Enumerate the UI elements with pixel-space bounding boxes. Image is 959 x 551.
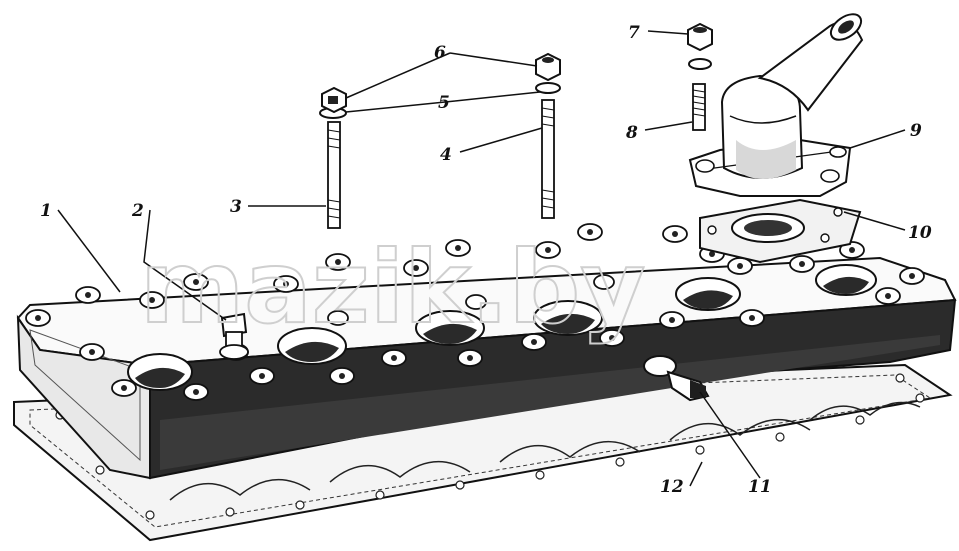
callout-10: 10 (908, 223, 932, 243)
temperature-sensor (219, 312, 249, 360)
cylinder-head (16, 221, 957, 480)
nut (687, 22, 713, 52)
callout-9: 9 (910, 121, 922, 141)
callout-12: 12 (660, 477, 684, 497)
callout-6: 6 (434, 43, 446, 63)
stud (692, 83, 706, 131)
washer (688, 58, 712, 70)
callout-5: 5 (438, 93, 450, 113)
stud-right (535, 52, 561, 219)
leader-lines (57, 30, 906, 487)
callout-7: 7 (628, 23, 640, 43)
callout-1: 1 (40, 201, 52, 221)
watermark: mazik.by (140, 229, 645, 346)
thermostat-housing (688, 13, 864, 197)
callouts: 1 2 3 4 5 6 7 8 9 10 11 12 (40, 23, 932, 497)
callout-3: 3 (230, 197, 242, 217)
plug (643, 355, 710, 402)
stud-left (319, 86, 347, 229)
thermostat-gasket (699, 198, 862, 264)
callout-2: 2 (131, 201, 144, 221)
callout-8: 8 (625, 123, 638, 143)
callout-11: 11 (748, 477, 772, 497)
callout-4: 4 (440, 145, 452, 165)
